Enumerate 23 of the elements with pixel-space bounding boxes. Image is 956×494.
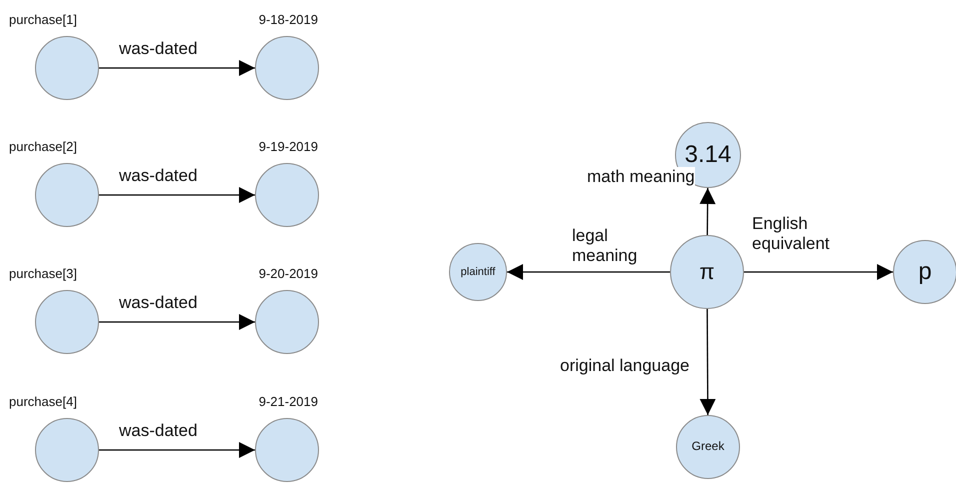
node-label: 3.14 (684, 142, 732, 168)
node-label: 9-20-2019 (258, 266, 318, 281)
node-label: purchase[3] (9, 266, 77, 281)
arrow (744, 264, 893, 280)
arrow (700, 309, 716, 415)
arrow (99, 314, 255, 330)
node-label: plaintiff (460, 266, 496, 278)
arrow (507, 264, 670, 280)
node-label: Greek (692, 440, 724, 454)
arrow (99, 60, 255, 76)
node-label: π (699, 260, 715, 284)
arrow (99, 442, 255, 458)
arrow (99, 187, 255, 203)
node-label: 9-21-2019 (258, 394, 318, 409)
edge-label: original language (560, 356, 690, 376)
node-label: purchase[2] (9, 140, 77, 154)
node-label: 9-18-2019 (258, 12, 318, 27)
edge-label: math meaning (587, 167, 695, 187)
node-label: purchase[4] (9, 394, 77, 409)
arrow (700, 188, 716, 235)
node-label: purchase[1] (9, 12, 77, 27)
node-label: p (918, 258, 932, 286)
node-label: 9-19-2019 (258, 140, 318, 154)
